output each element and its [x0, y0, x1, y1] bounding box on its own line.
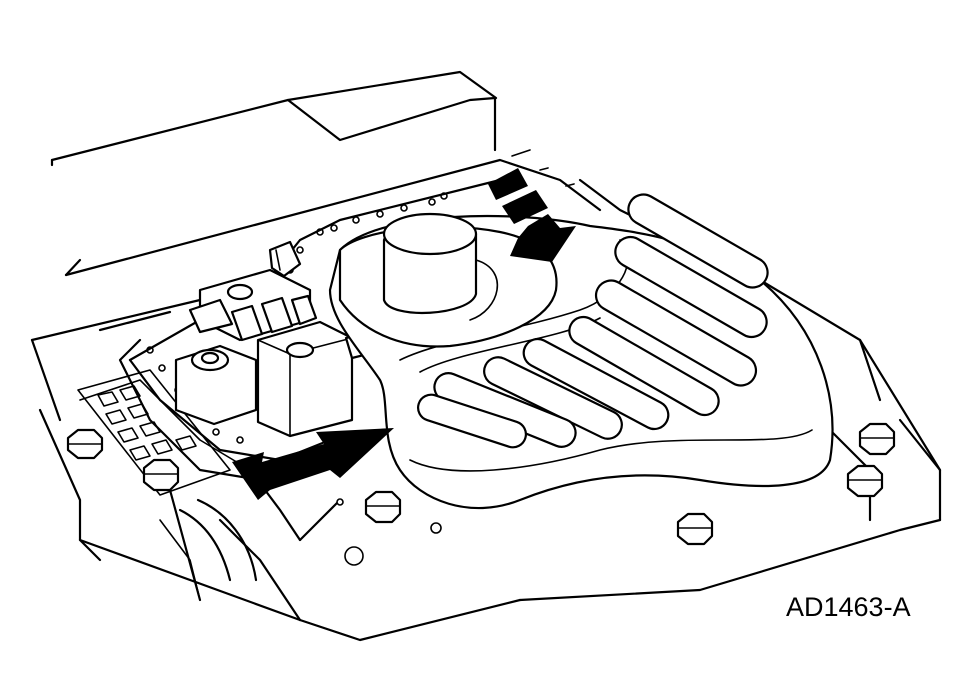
lower-hoses: [159, 468, 302, 601]
bolt-icon: [858, 422, 896, 456]
arrow-icon: [502, 190, 548, 224]
bolt-icon: [676, 512, 714, 546]
arrow-icon: [488, 168, 528, 200]
removal-arrows: [232, 149, 576, 500]
arrow-icon: [232, 428, 394, 500]
bolt-icon: [846, 464, 884, 498]
bolt-icon: [66, 428, 104, 460]
arrow-icon: [510, 214, 576, 262]
valve-body-grid: [77, 369, 231, 496]
transmission-filter: [328, 193, 834, 510]
figure-code: AD1463-A: [786, 592, 911, 622]
solenoid-assembly: [174, 240, 386, 438]
bolts: [66, 422, 896, 546]
bolt-icon: [142, 458, 180, 492]
bolt-icon: [364, 490, 402, 524]
